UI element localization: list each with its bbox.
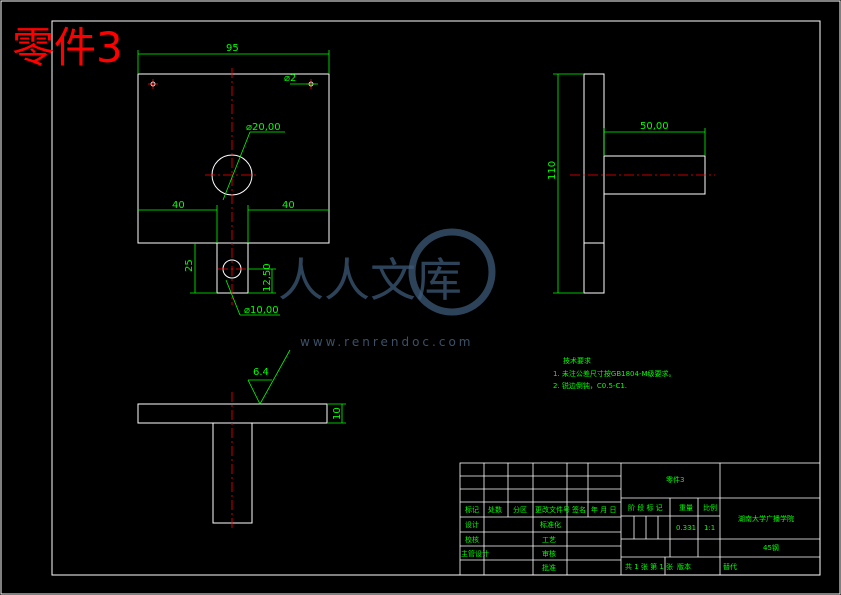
watermark: 人人文库 www.renrendoc.com [278,228,496,349]
top-view [137,403,328,524]
tb-scale: 1:1 [704,524,715,532]
tb-design: 设计 [465,520,479,529]
tb-school: 湖南大学广播学院 [738,514,794,523]
dim-width-95: 95 [226,43,239,54]
top-dimension-lines [247,349,346,424]
dim-side-50: 50,00 [640,121,669,132]
tb-header-zone: 分区 [513,505,527,514]
drawing-title: 零件3 [12,23,123,72]
roughness-value: 6.4 [253,367,269,378]
dim-thickness-10: 10 [332,407,343,420]
tb-version: 版本 [677,562,691,571]
tb-stage-label: 阶 段 标 记 [628,503,663,512]
title-block-text: 零件3 标记 处数 分区 更改文件号 签名 年 月 日 设计 标准化 校核 工艺… [461,475,794,572]
notes-line-1: 1. 未注公差尺寸按GB1804-M级要求。 [553,369,676,378]
tb-header-date: 年 月 日 [591,505,616,514]
side-view [583,73,706,294]
watermark-url: www.renrendoc.com [300,335,473,349]
tb-standardize: 标准化 [540,520,561,529]
tb-header-sign: 签名 [572,505,586,514]
dim-height-25: 25 [184,259,195,272]
tb-check: 校核 [465,535,479,544]
inner-frame [51,20,821,576]
tb-weight: 0.331 [676,524,696,532]
tb-weight-label: 重量 [679,504,693,512]
dim-right-40: 40 [282,200,295,211]
dim-hole-small: ⌀2 [284,73,296,84]
tb-process: 工艺 [542,536,556,544]
dim-side-height: 110 [547,161,558,180]
notes-heading: 技术要求 [563,356,591,365]
front-view-centerlines [205,68,259,305]
tb-scale-label: 比例 [703,503,717,512]
tb-header-mark: 标记 [465,505,479,514]
dim-left-40: 40 [172,200,185,211]
dim-width-12: 12,50 [262,263,273,292]
tb-sheets: 共 1 张 第 1 张 [625,562,673,571]
tb-header-change: 更改文件号 [535,505,570,514]
dim-hole-big: ⌀20,00 [246,122,281,133]
notes-line-2: 2. 锐边倒钝，C0.5-C1. [553,381,627,390]
title-block [459,462,821,576]
tb-approve: 批准 [542,563,556,572]
tb-part-name: 零件3 [666,475,684,484]
tb-review: 审核 [542,549,556,558]
tb-replace: 替代 [723,562,737,571]
tb-header-count: 处数 [488,505,502,514]
tb-chief: 主管设计 [461,549,489,558]
watermark-text: 人人文库 [278,253,462,307]
side-dimension-lines [553,73,706,294]
dim-hole-10: ⌀10,00 [244,305,279,316]
tb-material: 45钢 [763,543,779,552]
front-dimension-lines [137,50,330,316]
